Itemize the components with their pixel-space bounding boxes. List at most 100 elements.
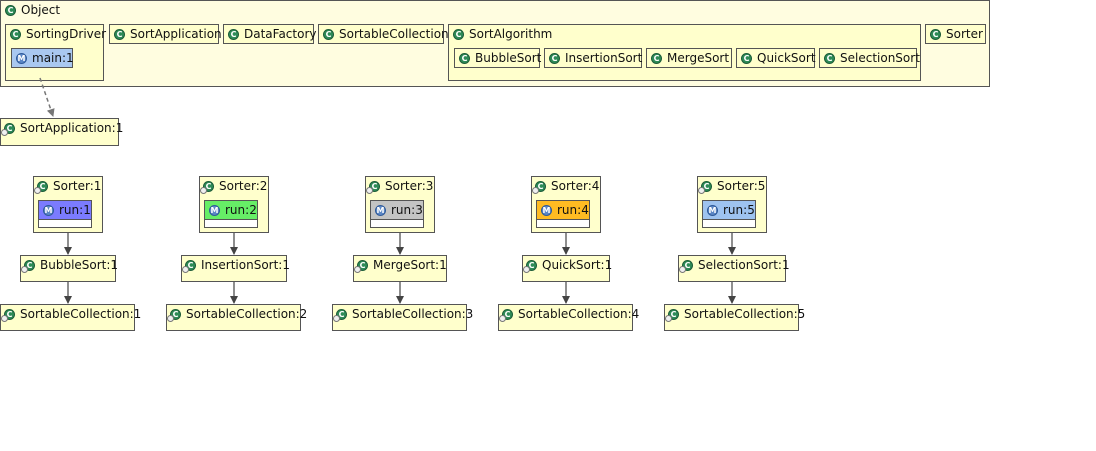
class-icon: C <box>741 52 752 64</box>
bubble-sort-label: BubbleSort <box>475 51 542 65</box>
sortable-collection-instance[interactable]: C SortableCollection:5 <box>664 304 805 331</box>
instance-icon: C <box>21 259 35 273</box>
instance-icon: C <box>698 180 712 194</box>
bubble-sort-class[interactable]: C BubbleSort <box>454 48 542 68</box>
class-icon: C <box>10 28 21 40</box>
sort-application-class[interactable]: C SortApplication <box>109 24 222 44</box>
insertion-sort-label: InsertionSort <box>565 51 643 65</box>
class-icon: C <box>651 52 662 64</box>
instance-icon: C <box>167 308 181 322</box>
instance-icon: C <box>532 180 546 194</box>
algorithm-instance-label: QuickSort:1 <box>542 258 613 272</box>
sorting-driver-label: SortingDriver <box>26 27 107 41</box>
sort-application-instance[interactable]: C SortApplication:1 <box>0 118 123 146</box>
algorithm-instance-label: SelectionSort:1 <box>698 258 790 272</box>
class-icon: C <box>323 28 334 40</box>
sorter-instance-label: Sorter:5 <box>717 179 766 193</box>
class-icon: C <box>114 28 125 40</box>
main-to-sort-application-edge <box>39 77 55 117</box>
instance-icon: C <box>200 180 214 194</box>
class-icon: C <box>549 52 560 64</box>
instance-icon: C <box>665 308 679 322</box>
sortable-collection-label: SortableCollection <box>339 27 449 41</box>
algorithm-instance[interactable]: C BubbleSort:1 <box>20 255 119 282</box>
object-label: Object <box>21 3 61 17</box>
method-icon: M <box>707 204 718 216</box>
data-factory-class[interactable]: C DataFactory <box>223 24 317 44</box>
sortable-collection-class[interactable]: C SortableCollection <box>318 24 449 44</box>
sorter-instance-label: Sorter:3 <box>385 179 434 193</box>
class-icon: C <box>824 52 835 64</box>
collection-instance-label: SortableCollection:3 <box>352 307 474 321</box>
instance-icon: C <box>499 308 513 322</box>
selection-sort-class[interactable]: C SelectionSort <box>819 48 920 68</box>
instance-icon: C <box>182 259 196 273</box>
algorithm-instance-label: MergeSort:1 <box>373 258 447 272</box>
collection-instance-label: SortableCollection:5 <box>684 307 806 321</box>
run-method-label: run:1 <box>59 203 91 217</box>
sortable-collection-instance[interactable]: C SortableCollection:4 <box>498 304 639 331</box>
sorter-instance-label: Sorter:4 <box>551 179 600 193</box>
sorter-instance-label: Sorter:1 <box>53 179 102 193</box>
algorithm-instance[interactable]: C QuickSort:1 <box>522 255 613 282</box>
class-icon: C <box>459 52 470 64</box>
instance-icon: C <box>354 259 368 273</box>
main-method-label: main:1 <box>32 51 74 65</box>
collection-instance-label: SortableCollection:1 <box>20 307 142 321</box>
sortable-collection-instance[interactable]: C SortableCollection:1 <box>0 304 141 331</box>
instance-icon: C <box>679 259 693 273</box>
instance-icon: C <box>34 180 48 194</box>
quick-sort-class[interactable]: C QuickSort <box>736 48 816 68</box>
instance-icon: C <box>523 259 537 273</box>
method-icon: M <box>43 204 54 216</box>
collection-instance-label: SortableCollection:2 <box>186 307 308 321</box>
class-icon: C <box>5 4 16 16</box>
sorter-class[interactable]: C Sorter <box>925 24 986 44</box>
sort-application-instance-label: SortApplication:1 <box>20 121 124 135</box>
class-icon: C <box>228 28 239 40</box>
method-icon: M <box>541 204 552 216</box>
run-method-label: run:2 <box>225 203 257 217</box>
merge-sort-label: MergeSort <box>667 51 730 65</box>
sortable-collection-instance[interactable]: C SortableCollection:2 <box>166 304 307 331</box>
algorithm-instance[interactable]: C SelectionSort:1 <box>678 255 790 282</box>
quick-sort-label: QuickSort <box>757 51 816 65</box>
merge-sort-class[interactable]: C MergeSort <box>646 48 732 68</box>
class-icon: C <box>930 28 941 40</box>
sort-application-label: SortApplication <box>130 27 222 41</box>
algorithm-instance[interactable]: C MergeSort:1 <box>353 255 447 282</box>
data-factory-label: DataFactory <box>244 27 317 41</box>
collection-instance-label: SortableCollection:4 <box>518 307 640 321</box>
selection-sort-label: SelectionSort <box>840 51 920 65</box>
run-method-label: run:4 <box>557 203 589 217</box>
algorithm-instance-label: BubbleSort:1 <box>40 258 119 272</box>
insertion-sort-class[interactable]: C InsertionSort <box>544 48 642 68</box>
algorithm-instance[interactable]: C InsertionSort:1 <box>181 255 290 282</box>
instance-icon: C <box>1 308 15 322</box>
sorter-label: Sorter <box>946 27 983 41</box>
method-icon: M <box>16 52 27 64</box>
algorithm-instance-label: InsertionSort:1 <box>201 258 290 272</box>
instance-icon: C <box>1 122 15 136</box>
method-icon: M <box>209 204 220 216</box>
class-icon: C <box>453 28 464 40</box>
